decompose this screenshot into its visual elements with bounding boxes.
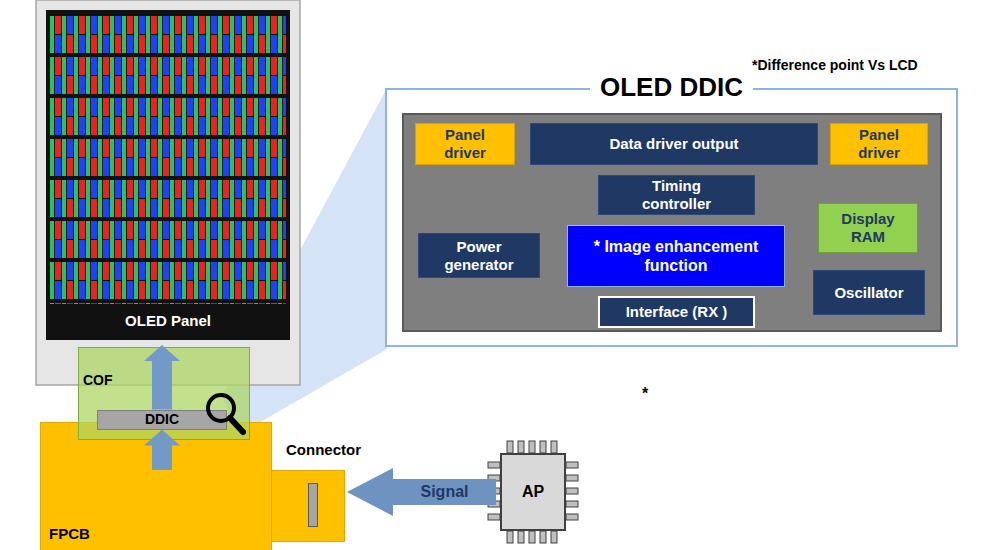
processor-chip: AP: [500, 453, 566, 531]
label-holder: *Difference point Vs LCD: [752, 57, 918, 74]
node-label: FPCB: [49, 525, 90, 543]
driver-block: Panel driver: [415, 123, 515, 165]
block-arrow: [144, 345, 180, 410]
function-block: Timing controller: [598, 175, 755, 215]
chip-pins: [488, 441, 578, 543]
label-holder: FPCB: [49, 525, 90, 543]
label-holder: OLED Panel: [36, 312, 300, 330]
node-label: AP: [522, 482, 544, 501]
highlight-block: * Image enhancement function: [567, 225, 785, 287]
node-label: Panel driver: [839, 126, 919, 162]
node-label: Timing controller: [632, 177, 722, 213]
label-holder: *: [642, 384, 648, 403]
memory-block: Display RAM: [818, 203, 918, 253]
driver-block: Panel driver: [830, 123, 928, 165]
interface-block: Interface (RX ): [598, 296, 755, 328]
title-holder: OLED DDIC: [387, 71, 956, 105]
label-holder: Signal: [417, 482, 471, 501]
display-panel: OLED Panel: [36, 0, 300, 385]
node-label: Data driver output: [609, 135, 738, 153]
connector-tab: Connector: [271, 470, 345, 542]
block-arrow: [347, 468, 496, 516]
driver-block: Data driver output: [530, 123, 818, 165]
signal-label: Signal: [417, 482, 471, 501]
function-block: Oscillator: [813, 270, 925, 315]
block-arrow: [144, 430, 180, 471]
block-title: OLED DDIC: [590, 71, 753, 105]
node-label: Panel driver: [425, 126, 505, 162]
node-label: OLED Panel: [36, 312, 300, 330]
connector-slot: [308, 483, 318, 527]
pixel-grid: [50, 16, 286, 304]
node-label: Interface (RX ): [626, 303, 728, 321]
label-holder: Connector: [286, 441, 361, 459]
node-label: Oscillator: [834, 284, 903, 302]
panel-frame: [36, 0, 300, 385]
footnote-label: *Difference point Vs LCD: [752, 57, 918, 74]
node-label: COF: [83, 372, 113, 389]
label-holder: COF: [83, 372, 113, 389]
node-label: Connector: [286, 441, 361, 459]
node-label: Display RAM: [833, 210, 903, 246]
node-label: Power generator: [434, 238, 524, 274]
ic-block: OLED DDICPanel driverData driver outputP…: [385, 88, 958, 347]
node-label: DDIC: [145, 412, 179, 427]
panel-screen: [46, 10, 290, 340]
asterisk-mark: *: [642, 384, 648, 403]
function-block: Power generator: [418, 233, 540, 278]
node-label: * Image enhancement function: [576, 237, 776, 275]
